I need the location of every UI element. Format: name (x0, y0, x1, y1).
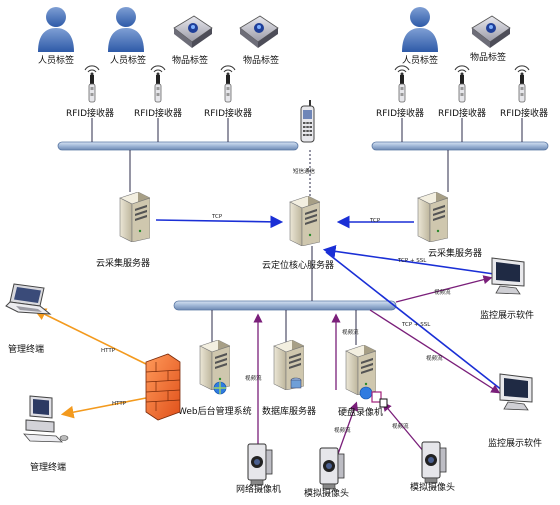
rfid-antenna-icon-6 (514, 65, 530, 103)
cloud-collect-server-left-icon (119, 192, 150, 242)
item-tag-icon-2 (239, 15, 279, 48)
monitor-display-icon-2 (499, 373, 533, 411)
http-label-2: HTTP (112, 401, 127, 407)
person-icon-1 (38, 7, 74, 52)
cloud-collect-server-right-icon (417, 192, 448, 242)
monitor-display-icon-1 (491, 257, 525, 295)
person-tag-label-1: 人员标签 (38, 54, 74, 66)
cloud-collect-right-label: 云采集服务器 (428, 247, 482, 259)
tcp-left-label: TCP (211, 214, 223, 220)
mgmt-desktop-icon (23, 395, 69, 443)
analog-camera-icon-2 (421, 441, 447, 484)
rfid-antenna-icon-1 (84, 65, 100, 103)
item-tag-label-1: 物品标签 (172, 54, 208, 66)
cloud-core-server-icon (289, 196, 320, 246)
video-links (253, 275, 501, 455)
person-tag-label-2: 人员标签 (110, 54, 146, 66)
video-label-5: 视频流 (334, 426, 351, 434)
monitor-label-1: 监控展示软件 (480, 309, 534, 321)
rfid-label-4: RFID接收器 (376, 107, 424, 119)
rfid-label-3: RFID接收器 (204, 107, 252, 119)
dvr-globe-icon (359, 386, 373, 400)
top-left-bus (57, 141, 299, 151)
middle-bus (173, 300, 397, 311)
analog-camera-label-1: 模拟摄像头 (304, 487, 349, 499)
dvr-server-icon (345, 345, 376, 395)
rfid-label-2: RFID接收器 (134, 107, 182, 119)
tcp-links (155, 215, 515, 400)
db-cylinder-body (290, 379, 302, 389)
item-tag-icon-1 (173, 15, 213, 48)
tcp-ssl-label-2: TCP + SSL (401, 322, 431, 328)
item-tag-label-2: 物品标签 (243, 54, 279, 66)
rfid-antenna-icon-5 (454, 65, 470, 103)
item-tag-icon-3 (471, 15, 511, 48)
dvr-port-icon (371, 391, 382, 403)
network-camera-icon (247, 443, 273, 486)
http-links (33, 308, 147, 419)
tcp-right-label: TCP (369, 218, 381, 224)
cloud-collect-left-label: 云采集服务器 (96, 257, 150, 269)
video-label-2: 视频流 (426, 354, 443, 362)
rfid-antenna-icon-4 (394, 65, 410, 103)
rfid-antenna-icon-3 (220, 65, 236, 103)
monitor-label-2: 监控展示软件 (488, 437, 542, 449)
video-label-6: 视频流 (392, 422, 409, 430)
video-label-1: 视频流 (434, 288, 451, 296)
rfid-label-5: RFID接收器 (438, 107, 486, 119)
db-server-label: 数据库服务器 (262, 405, 316, 417)
dvr-label: 硬盘录像机 (338, 406, 383, 418)
bus-connections (91, 118, 523, 348)
firewall-icon (145, 353, 181, 421)
web-backend-server-icon (199, 340, 230, 390)
analog-camera-label-2: 模拟摄像头 (410, 481, 455, 493)
cloud-core-label: 云定位核心服务器 (262, 259, 334, 271)
tcp-ssl-label-1: TCP + SSL (397, 258, 427, 264)
person-icon-3 (402, 7, 438, 52)
analog-camera-icon-1 (319, 447, 345, 490)
video-label-4: 视频流 (245, 374, 262, 382)
dvr-port-icon-2 (379, 398, 388, 408)
rfid-label-6: RFID接收器 (500, 107, 548, 119)
rfid-label-1: RFID接收器 (66, 107, 114, 119)
web-backend-label: Web后台管理系统 (178, 405, 252, 417)
person-icon-2 (108, 7, 144, 52)
video-label-3: 视频流 (342, 328, 359, 336)
sms-label: 短信通信 (293, 167, 316, 175)
phone-icon (300, 100, 315, 143)
net-camera-label: 网络摄像机 (236, 483, 281, 495)
rfid-antenna-icon-2 (150, 65, 166, 103)
mgmt-laptop-icon (5, 283, 51, 315)
http-label-1: HTTP (101, 348, 116, 354)
top-right-bus (371, 141, 549, 151)
person-tag-label-3: 人员标签 (402, 54, 438, 66)
globe-lines (214, 382, 226, 394)
mgmt-terminal-label-2: 管理终端 (30, 461, 66, 473)
mgmt-terminal-label-1: 管理终端 (8, 343, 44, 355)
item-tag-label-3: 物品标签 (470, 51, 506, 63)
